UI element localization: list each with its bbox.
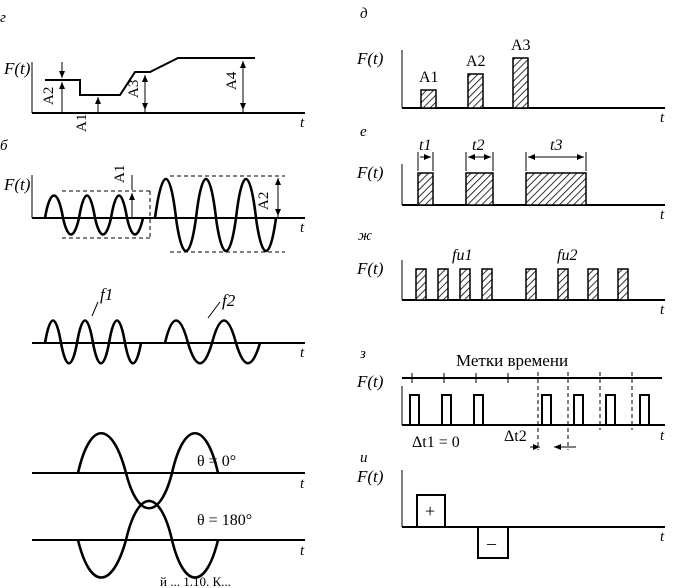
panel-zh: ж F(t) t fи1 fи2 — [356, 228, 665, 318]
panel-letter: б — [0, 138, 8, 154]
panel-d: д F(t) t A1 A2 A3 — [356, 6, 665, 126]
t-label: t — [300, 543, 305, 559]
t-label: t — [300, 220, 305, 236]
t-label: t — [660, 428, 665, 444]
panel-z: з Метки времени F(t) t Δt1 = 0 Δt2 — [356, 346, 665, 451]
pulse-t1 — [417, 172, 434, 206]
label-t1: t1 — [419, 137, 431, 154]
negative-pulse — [477, 526, 509, 559]
t-label: t — [660, 302, 665, 318]
label-theta-0: θ = 0° — [197, 453, 236, 470]
label-a3: A3 — [511, 37, 531, 54]
wave-theta-0 — [76, 431, 220, 510]
amp-a1: A1 — [112, 165, 128, 183]
level-a4: A4 — [224, 71, 240, 90]
pulse — [481, 268, 493, 301]
label-t3: t3 — [550, 137, 562, 154]
t-label: t — [300, 476, 305, 492]
t-label: t — [660, 529, 665, 545]
y-axis-label: F(t) — [3, 175, 31, 194]
panel-letter: д — [360, 6, 368, 22]
freq-f2: f2 — [222, 291, 236, 310]
label-dt1: Δt1 = 0 — [412, 434, 460, 451]
pulse-a3 — [512, 57, 529, 109]
panel-title: Метки времени — [456, 351, 568, 370]
label-dt2: Δt2 — [504, 428, 527, 445]
t-label: t — [660, 110, 665, 126]
label-t2: t2 — [472, 137, 484, 154]
pulse-t2 — [465, 172, 494, 206]
t-label: t — [660, 207, 665, 223]
t-label: t — [300, 115, 305, 131]
y-axis-label: F(t) — [3, 59, 31, 78]
y-axis-label: F(t) — [356, 163, 384, 182]
label-a2: A2 — [466, 53, 486, 70]
pulse-t3 — [525, 172, 587, 206]
pulse — [557, 268, 569, 301]
pulse — [587, 268, 599, 301]
panel-letter: и — [360, 450, 368, 466]
panel-i: и F(t) t + – — [356, 450, 665, 559]
label-fi2: fи2 — [557, 247, 577, 264]
panel-v: t f1 f2 — [32, 285, 305, 365]
level-a2: A2 — [41, 87, 57, 105]
pulse-a1 — [420, 89, 437, 109]
y-axis-label: F(t) — [356, 259, 384, 278]
panel-letter: ж — [358, 228, 372, 244]
y-axis-label: F(t) — [356, 372, 384, 391]
panel-letter: г — [0, 10, 6, 26]
caption: й ... 1.10. К... — [160, 574, 231, 588]
wave-small — [43, 194, 145, 236]
panel-phase: t θ = 0° t θ = 180° — [32, 431, 305, 579]
pulse — [459, 268, 471, 301]
pulse-a2 — [467, 73, 484, 109]
freq-f1: f1 — [100, 285, 113, 304]
minus-sign: – — [486, 533, 497, 553]
y-axis-label: F(t) — [356, 467, 384, 486]
wave-theta-180 — [76, 499, 220, 579]
y-axis-label: F(t) — [356, 49, 384, 68]
panel-letter: е — [360, 124, 367, 140]
wave-f2 — [163, 319, 262, 365]
pulse-train — [409, 394, 650, 425]
pulse — [525, 268, 537, 301]
wave-large — [153, 178, 278, 253]
level-a3: A3 — [126, 80, 142, 98]
label-fi1: fи1 — [452, 247, 472, 264]
pulse — [437, 268, 449, 301]
label-theta-180: θ = 180° — [197, 512, 252, 529]
t-label: t — [300, 345, 305, 361]
panel-e: е F(t) t t1 t2 t3 — [356, 124, 665, 223]
label-a1: A1 — [419, 69, 439, 86]
pulse — [415, 268, 427, 301]
level-signal — [45, 57, 255, 96]
panel-letter: з — [359, 346, 366, 362]
level-a1: A1 — [74, 114, 90, 132]
pulse — [617, 268, 629, 301]
panel-g: г F(t) t A2 A1 A3 A4 — [0, 10, 305, 132]
panel-b: б F(t) t A1 A2 — [0, 138, 305, 253]
amp-a2: A2 — [256, 192, 272, 210]
positive-pulse — [416, 494, 446, 528]
wave-f1 — [43, 319, 143, 365]
plus-sign: + — [425, 501, 435, 521]
